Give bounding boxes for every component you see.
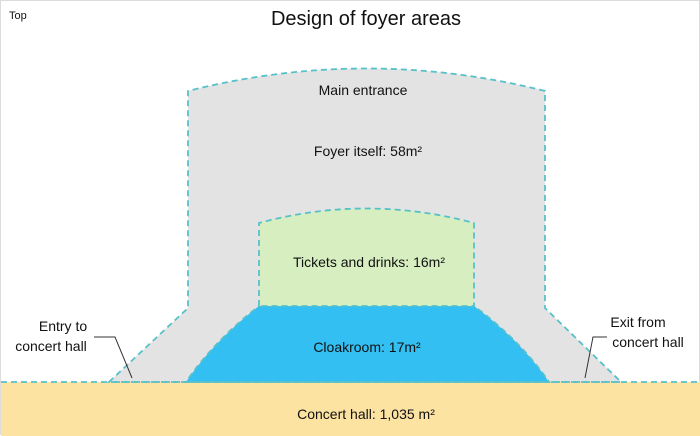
foyer-label: Foyer itself: 58m² (314, 143, 422, 159)
corner-label: Top (9, 10, 27, 22)
exit-label-line2: concert hall (612, 334, 684, 350)
entry-leader-line (94, 336, 133, 379)
exit-label-line1: Exit from (610, 314, 665, 330)
entry-label-line1: Entry to (39, 318, 87, 334)
cloakroom-label: Cloakroom: 17m² (313, 339, 421, 355)
tickets-drinks-label: Tickets and drinks: 16m² (293, 254, 445, 270)
cloakroom-area (184, 305, 551, 383)
diagram-title: Design of foyer areas (271, 8, 461, 30)
concert-hall-label: Concert hall: 1,035 m² (297, 406, 435, 422)
tickets-drinks-area (258, 207, 475, 307)
main-entrance-label: Main entrance (319, 82, 408, 98)
entry-label-line2: concert hall (15, 338, 87, 354)
concert-hall-area (1, 382, 700, 436)
exit-leader-line (584, 336, 607, 379)
